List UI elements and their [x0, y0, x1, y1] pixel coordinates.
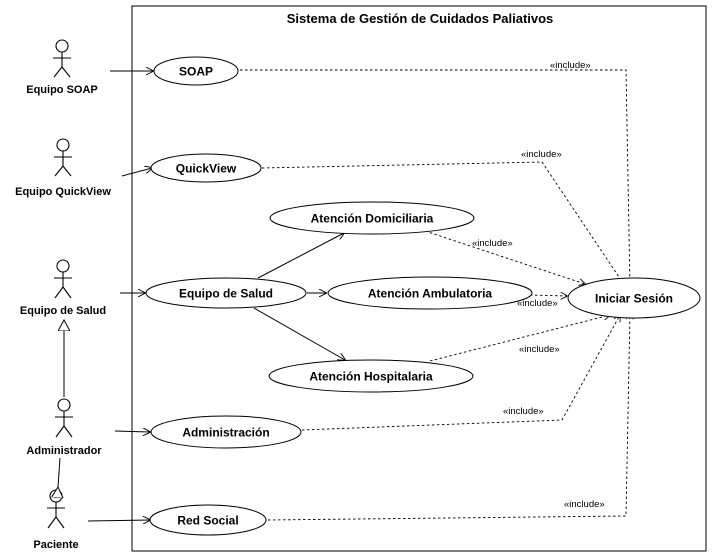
use-case-administracion[interactable]: Administración [150, 415, 302, 449]
association-salud-hospitalaria [253, 307, 345, 360]
use-case-iniciar-sesion[interactable]: Iniciar Sesión [567, 277, 701, 319]
actor-label: Paciente [33, 539, 78, 551]
association-admin [114, 431, 150, 432]
include-red-social [267, 313, 630, 521]
actor-label: Equipo SOAP [26, 84, 98, 96]
use-case-label: SOAP [179, 65, 213, 79]
include-label: «include» [564, 499, 605, 510]
use-case-label: Atención Domiciliaria [311, 212, 434, 226]
include-label: «include» [519, 344, 560, 355]
stick-figure-icon [54, 138, 72, 177]
use-case-quickview[interactable]: QuickView [150, 153, 262, 183]
use-case-label: Atención Hospitalaria [309, 370, 433, 384]
association-paciente [87, 520, 150, 521]
association-salud-domiciliaria [257, 233, 344, 279]
use-case-equipo-de-salud[interactable]: Equipo de Salud [145, 277, 307, 309]
use-case-atencion-ambulatoria[interactable]: Atención Ambulatoria [327, 276, 533, 310]
include-ambulatoria [529, 295, 567, 296]
use-case-atencion-domiciliaria[interactable]: Atención Domiciliaria [269, 201, 475, 235]
use-case-label: Administración [182, 426, 269, 440]
use-case-label: Red Social [177, 514, 238, 528]
actor-label: Equipo QuickView [15, 186, 111, 198]
system-boundary [131, 5, 707, 552]
include-label: «include» [521, 149, 562, 160]
use-case-label: QuickView [176, 162, 237, 176]
stick-figure-icon [47, 489, 65, 529]
use-case-label: Atención Ambulatoria [368, 287, 493, 301]
include-hospitalaria [429, 315, 610, 362]
actor-equipo-de-salud[interactable]: Equipo de Salud [20, 259, 106, 317]
use-case-soap[interactable]: SOAP [153, 56, 239, 86]
include-label: «include» [550, 60, 591, 71]
use-case-red-social[interactable]: Red Social [149, 504, 267, 536]
actor-equipo-soap[interactable]: Equipo SOAP [26, 39, 98, 96]
include-label: «include» [472, 238, 513, 249]
actor-paciente[interactable]: Paciente [33, 489, 79, 551]
include-label: «include» [503, 406, 544, 417]
stick-figure-icon [54, 259, 72, 299]
stick-figure-icon [53, 39, 71, 78]
include-administracion [301, 315, 620, 431]
include-soap [240, 69, 630, 287]
association-quickview [121, 168, 152, 177]
use-case-atencion-hospitalaria[interactable]: Atención Hospitalaria [268, 359, 474, 393]
actor-administrador[interactable]: Administrador [26, 398, 102, 457]
actor-equipo-quickview[interactable]: Equipo QuickView [15, 138, 111, 198]
system-title: Sistema de Gestión de Cuidados Paliativo… [287, 11, 554, 26]
actor-label: Administrador [26, 445, 102, 457]
include-label: «include» [517, 298, 558, 309]
stick-figure-icon [55, 398, 73, 438]
include-quickview [261, 161, 625, 286]
use-case-label: Equipo de Salud [179, 287, 273, 301]
actor-label: Equipo de Salud [20, 305, 106, 317]
use-case-label: Iniciar Sesión [595, 292, 673, 306]
generalization-paciente-to-admin [58, 457, 60, 487]
include-domiciliaria [424, 230, 585, 284]
